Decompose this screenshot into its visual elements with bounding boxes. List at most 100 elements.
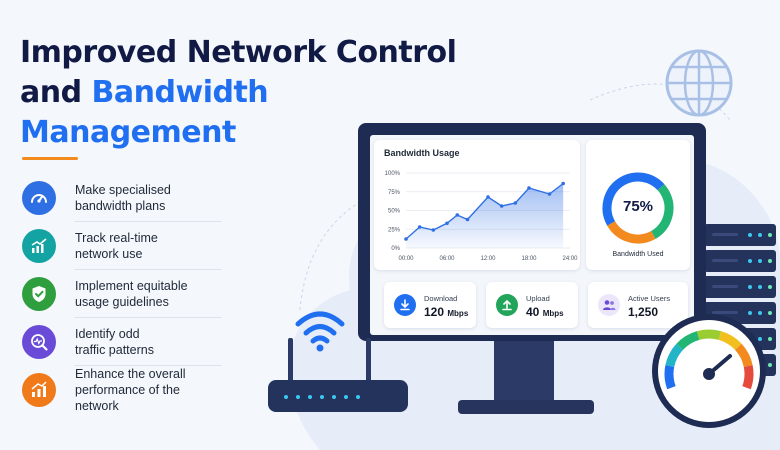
title-line-2: and Bandwidth (20, 75, 269, 110)
gauge-segment (664, 365, 676, 390)
server-unit (704, 224, 776, 246)
server-led (758, 285, 762, 289)
monitor-base (458, 400, 594, 414)
server-led (768, 285, 772, 289)
data-point (404, 237, 408, 241)
divider (74, 317, 222, 318)
server-led (748, 285, 752, 289)
data-point (486, 195, 490, 199)
server-led (748, 311, 752, 315)
server-slot (712, 233, 738, 236)
x-tick-label: 06:00 (439, 256, 455, 262)
bandwidth-donut (602, 172, 674, 244)
donut-value: 75% (622, 198, 654, 215)
data-point (455, 213, 460, 217)
series-line (405, 182, 564, 240)
donut-label: Bandwidth Used (612, 251, 664, 258)
data-point (431, 228, 436, 232)
data-point (527, 186, 531, 190)
server-led (768, 337, 772, 341)
server-led (768, 311, 772, 315)
bar-chart-up-icon (22, 373, 56, 407)
server-led (768, 363, 772, 367)
y-tick-label: 75% (388, 190, 401, 196)
y-tick-label: 50% (388, 209, 401, 215)
bandwidth-used-card: 75% Bandwidth Used (586, 140, 690, 270)
bandwidth-area-chart: 0% 25% 50% 75% 100% 00:00 06:00 12:00 18:00 24:00 (385, 171, 579, 262)
title-line-1: Improved Network Control (20, 35, 457, 70)
data-point (417, 225, 422, 229)
data-point (499, 204, 504, 208)
magnify-pulse-icon (22, 325, 56, 359)
y-tick-label: 0% (391, 246, 400, 252)
server-led (758, 311, 762, 315)
server-led (758, 259, 762, 263)
active-users-stat: Active Users 1,250 (588, 282, 688, 328)
wifi-router (268, 311, 408, 412)
title-underline (22, 157, 78, 160)
x-tick-label: 00:00 (398, 256, 414, 262)
divider (74, 269, 222, 270)
divider (74, 221, 222, 222)
donut-segment-primary (602, 172, 674, 244)
data-point (561, 181, 565, 186)
server-slot (712, 285, 738, 288)
y-tick-label: 100% (385, 171, 401, 177)
monitor-stand (494, 340, 554, 404)
wifi-signal-icon (295, 311, 345, 352)
server-slot (712, 311, 738, 314)
data-point (547, 192, 552, 196)
server-led (758, 233, 762, 237)
server-led (748, 233, 752, 237)
globe-icon (665, 49, 733, 117)
users-icon (598, 294, 620, 316)
area-fill (406, 183, 564, 248)
server-slot (712, 259, 738, 262)
gauge-segment (734, 343, 753, 368)
server-led (768, 233, 772, 237)
download-stat: Download 120 Mbps (384, 282, 476, 328)
chart-title: Bandwidth Usage (384, 148, 460, 158)
x-tick-label: 18:00 (521, 256, 537, 262)
data-point (513, 201, 518, 205)
server-led (768, 259, 772, 263)
upload-icon (496, 294, 518, 316)
line-chart-icon (22, 229, 56, 263)
gauge-segment (676, 331, 700, 351)
page-title: Improved Network Control and Bandwidth M… (20, 33, 480, 153)
divider (74, 365, 222, 366)
data-point (445, 221, 449, 226)
speedometer-icon (22, 181, 56, 215)
gauge-segment (718, 331, 742, 351)
server-unit (704, 250, 776, 272)
server-led (758, 337, 762, 341)
x-tick-label: 12:00 (480, 256, 496, 262)
y-tick-label: 25% (388, 227, 401, 233)
gauge-segment (742, 365, 754, 390)
title-accent: Bandwidth (91, 75, 269, 110)
speedometer-gauge (652, 314, 766, 428)
upload-stat: Upload 40 Mbps (486, 282, 578, 328)
title-line-3: Management (20, 115, 236, 150)
data-point (465, 217, 470, 222)
x-tick-label: 24:00 (562, 256, 578, 262)
server-led (748, 259, 752, 263)
gauge-segment (696, 329, 722, 340)
donut-segment-secondary (602, 172, 674, 244)
download-icon (394, 294, 416, 316)
server-unit (704, 276, 776, 298)
shield-check-icon (22, 277, 56, 311)
gauge-segment (665, 343, 684, 368)
bandwidth-chart-card: Bandwidth Usage 0% 25% 50% 75% 100% 00:00 06:0… (374, 140, 580, 270)
